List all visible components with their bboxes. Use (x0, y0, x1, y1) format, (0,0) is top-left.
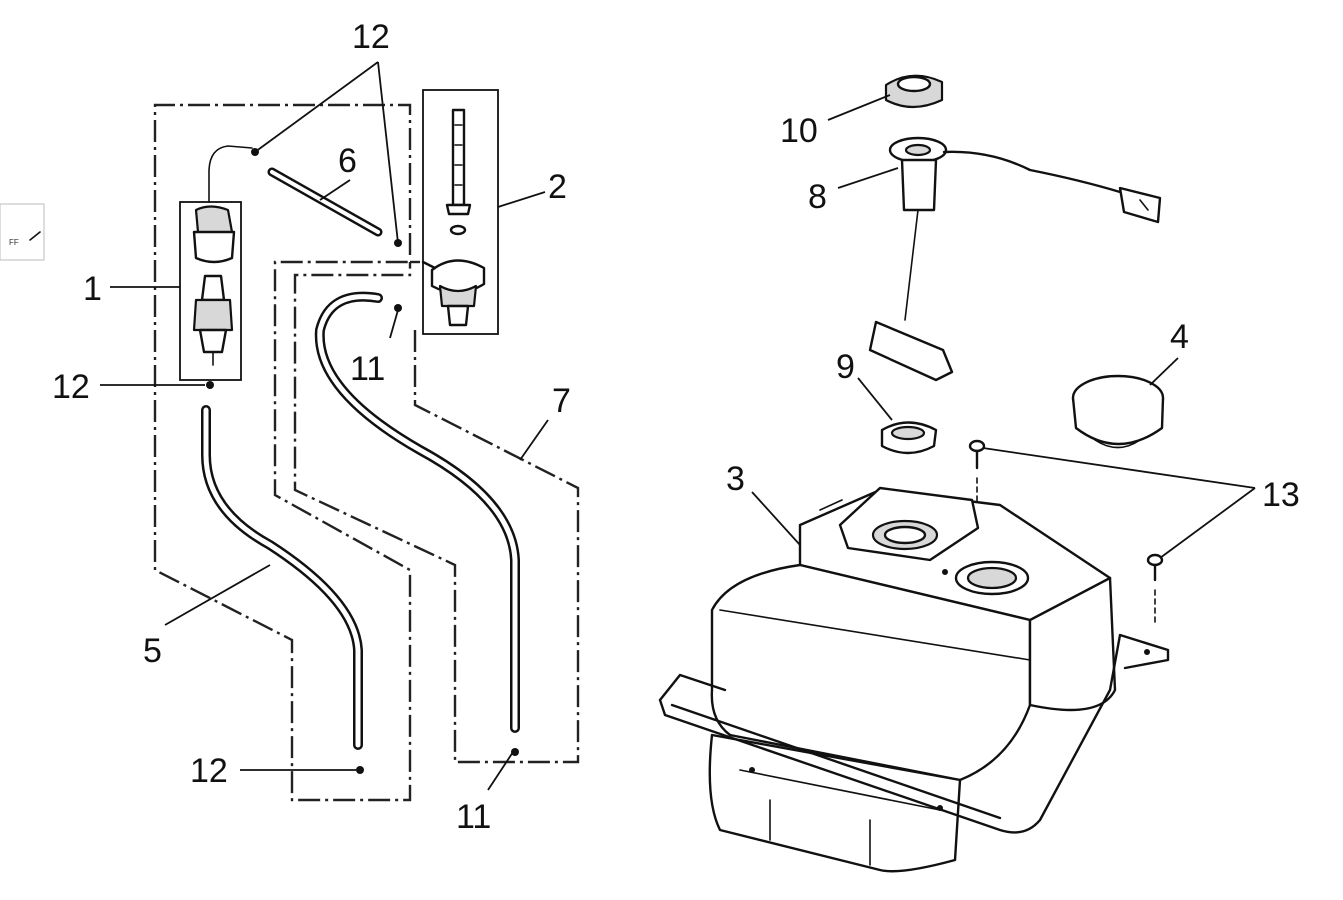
callout-11-upper: 11 (350, 350, 385, 388)
callout-4: 4 (1170, 318, 1189, 356)
callout-2: 2 (548, 168, 567, 206)
part-8-fuel-level-sensor (868, 136, 1162, 382)
edge-fragment: FF (0, 203, 45, 261)
edge-fragment-text: FF (9, 238, 19, 247)
callout-12-bottom: 12 (190, 752, 228, 790)
part-10-fuel-gauge-nut (884, 74, 944, 109)
part-6-hose (267, 167, 383, 237)
callout-1: 1 (83, 270, 102, 308)
callout-12-top: 12 (352, 18, 390, 56)
callout-leaders (100, 61, 1256, 791)
part-2-fuel-tap (421, 89, 499, 335)
callout-3: 3 (726, 460, 745, 498)
callout-13: 13 (1262, 476, 1300, 514)
callout-12-left: 12 (52, 368, 90, 406)
callout-numbers: 12 1 12 2 6 11 7 5 12 11 10 8 4 9 3 13 (52, 18, 1300, 836)
part-1-fuel-valve (179, 145, 253, 381)
callout-11-lower: 11 (456, 798, 491, 836)
part-7-vent-hose (314, 291, 520, 733)
callout-6: 6 (338, 142, 357, 180)
part-3-fuel-tank (658, 486, 1170, 873)
callout-10: 10 (780, 112, 818, 150)
part-5-fuel-hose (201, 405, 363, 750)
part-4-fuel-cap (1071, 374, 1165, 449)
part-13-screws (968, 439, 1164, 623)
hose-routing-outline (153, 103, 580, 802)
callout-8: 8 (808, 178, 827, 216)
part-9-seal-ring (880, 421, 938, 455)
callout-5: 5 (143, 632, 162, 670)
callout-7: 7 (552, 382, 571, 420)
callout-9: 9 (836, 348, 855, 386)
